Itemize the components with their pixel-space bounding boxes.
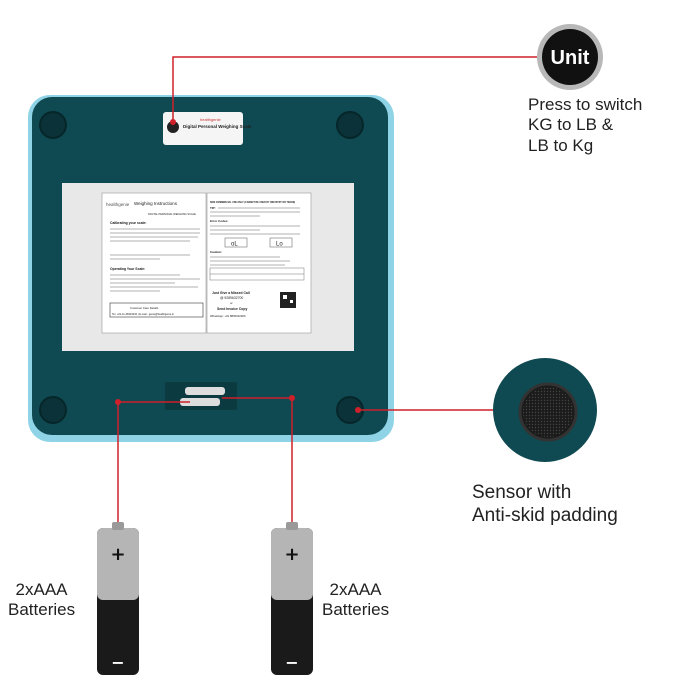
top-label [163, 112, 243, 145]
unit-caption: Press to switch KG to LB & LB to Kg [528, 95, 642, 156]
top-label-title: Digital Personal Weighing Scale [183, 124, 252, 129]
unit-caption-line: KG to LB & [528, 115, 614, 135]
label-or: or [230, 301, 233, 305]
label-missed-call: Just Give a Missed Call [212, 291, 250, 295]
label-section-calibrating: Calibrating your scale: [110, 221, 147, 225]
label-missed-number: @ 9289632700 [220, 296, 243, 300]
battery-left [97, 522, 139, 675]
label-error-codes: Error Codes: [210, 219, 228, 223]
battery-caption-line: Batteries [8, 600, 76, 620]
instruction-left [101, 192, 207, 334]
instruction-right [206, 192, 312, 334]
label-brand: healthgenie [106, 202, 130, 207]
label-care-title: Customer Care Details [130, 306, 159, 310]
battery-left-plus: + [110, 544, 125, 565]
battery-right-minus: − [285, 653, 298, 672]
battery-right [271, 522, 313, 675]
battery-caption-line: 2xAAA [15, 580, 68, 599]
label-whatsapp: WhatsApp: +91 8800010926 [210, 314, 246, 318]
battery-caption-line: Batteries [322, 600, 390, 620]
label-care-contact: Tel. +91-11-48323232 | E-mail : genie@he… [112, 312, 174, 316]
battery-caption-line: 2xAAA [329, 580, 382, 599]
label-notice: NON COMMERCIAL USE ONLY (CANNOT BE USED … [210, 201, 295, 204]
scale-feet [39, 111, 364, 424]
label-code-ol: oL [231, 242, 238, 248]
unit-caption-line: Press to switch [528, 95, 643, 114]
label-caution: Caution: [210, 250, 222, 254]
label-invoice: Send Invoice Copy [217, 307, 247, 311]
unit-button-label: Unit [551, 47, 590, 69]
battery-left-minus: − [111, 653, 124, 672]
battery-right-caption: 2xAAA Batteries [322, 580, 389, 621]
qr-code [280, 292, 296, 308]
unit-button [542, 29, 598, 85]
battery-right-plus: + [284, 544, 299, 565]
top-label-brand: healthgenie [200, 117, 221, 122]
sensor-caption-line: Sensor with [472, 482, 572, 503]
label-tip: TIP: [210, 206, 216, 210]
unit-caption-line: LB to Kg [528, 135, 594, 155]
label-heading: Weighing Instructions [134, 201, 178, 206]
label-section-operating: Operating Your Scale: [110, 267, 145, 271]
sensor-caption: Sensor with Anti-skid padding [472, 482, 618, 528]
unit-button-small [167, 121, 179, 133]
label-code-lo: Lo [276, 242, 283, 248]
battery-left-caption: 2xAAA Batteries [8, 580, 75, 621]
label-subheading: DIGITAL PERSONAL WEIGHING SCALE [148, 212, 196, 216]
sensor-caption-line: Anti-skid padding [472, 504, 618, 526]
